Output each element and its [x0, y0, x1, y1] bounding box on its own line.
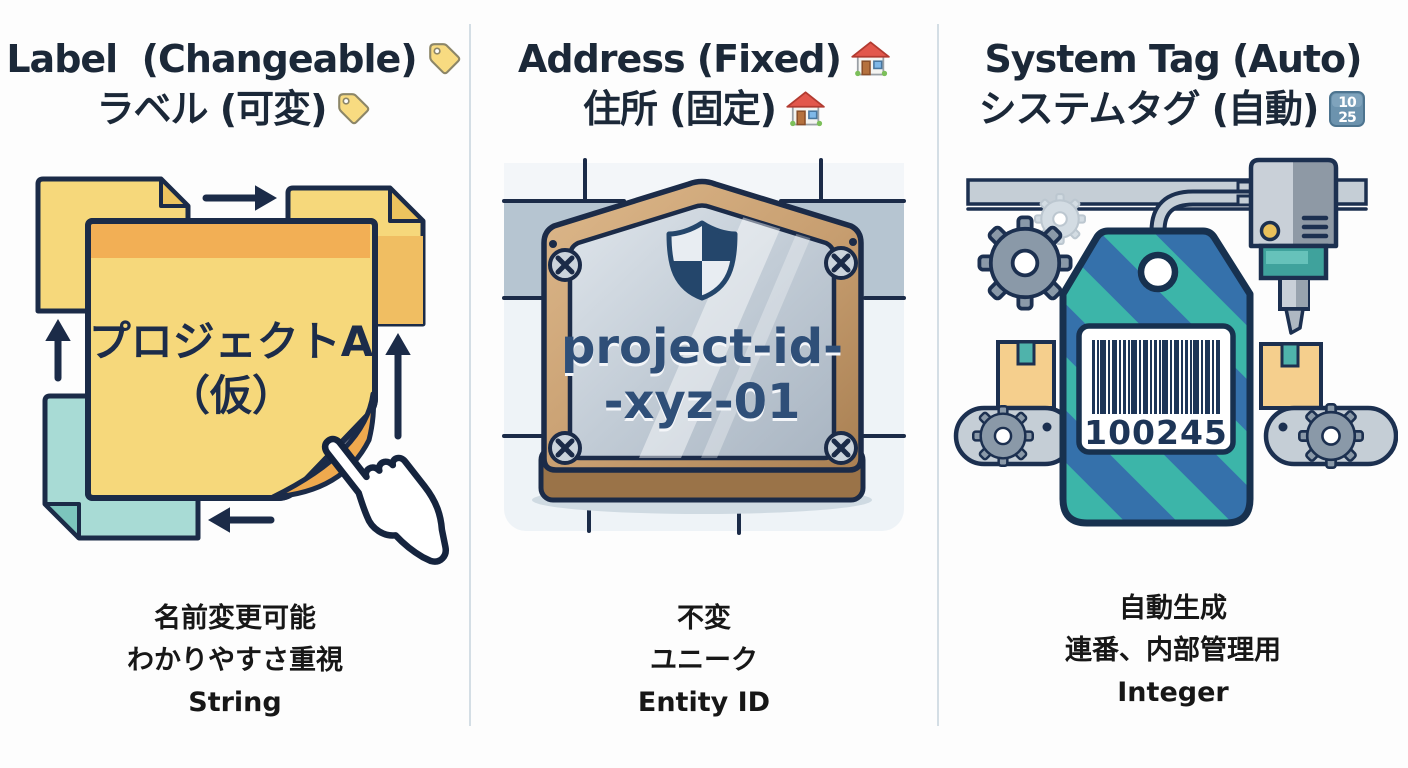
machine-button	[1259, 220, 1281, 242]
house-emoji-icon	[851, 41, 890, 77]
address-title-ja: 住所 (固定)	[583, 87, 777, 131]
numbers-icon-line2: 25	[1339, 110, 1357, 126]
plaque-text-line1: project-id-	[561, 319, 843, 375]
conveyor-belts	[953, 403, 1398, 469]
gear-icon	[1298, 403, 1364, 469]
barcode-number: 100245	[1084, 413, 1228, 452]
caption: Entity ID	[637, 687, 771, 718]
column-divider-left	[469, 24, 471, 726]
label-title-en: Label (Changeable)	[6, 37, 417, 81]
screw-icon	[826, 433, 856, 463]
column-address: Address (Fixed) 住所 (固定)	[470, 0, 938, 768]
caption: String	[188, 687, 282, 718]
barcode	[1092, 340, 1220, 414]
label-header: Label (Changeable) ラベル (可変)	[6, 34, 463, 134]
numbers-icon-line1: 10	[1339, 95, 1358, 111]
cycle-arrows	[44, 185, 411, 533]
address-header: Address (Fixed) 住所 (固定)	[518, 34, 890, 134]
input-numbers-icon: 10 25	[1329, 91, 1366, 127]
system-tag-graphic: 100245	[1059, 227, 1254, 527]
caption: わかりやすさ重視	[127, 645, 343, 676]
sticky-note-text-line1: プロジェクトA	[88, 317, 373, 366]
plaque-text-line2: -xyz-01	[604, 374, 801, 430]
label-title-ja: ラベル (可変)	[96, 87, 328, 131]
pointing-hand-icon	[321, 435, 449, 565]
column-label: Label (Changeable) ラベル (可変)	[0, 0, 470, 768]
tag-hole	[1137, 251, 1179, 293]
caption: Integer	[1117, 677, 1229, 708]
caption: 不変	[676, 603, 731, 634]
sticky-note-text-line2: （仮）	[167, 371, 293, 420]
caption: 連番、内部管理用	[1065, 635, 1281, 666]
column-divider-right	[937, 24, 939, 726]
screw-icon	[550, 250, 580, 280]
column-system-tag: System Tag (Auto) システムタグ (自動) 10 25	[938, 0, 1408, 768]
system-tag-header: System Tag (Auto) システムタグ (自動) 10 25	[979, 34, 1368, 134]
caption: ユニーク	[649, 645, 758, 676]
system-tag-captions: 自動生成 連番、内部管理用 Integer	[1065, 588, 1281, 714]
caption: 自動生成	[1119, 593, 1227, 624]
system-tag-title-ja: システムタグ (自動)	[978, 87, 1320, 131]
gear-icon	[971, 404, 1035, 468]
tag-emoji-icon	[428, 43, 460, 75]
system-tag-title-en: System Tag (Auto)	[984, 37, 1362, 81]
tag-emoji-icon	[338, 93, 370, 125]
factory-tag-illustration: 100245	[953, 157, 1398, 527]
plaque-illustration: project-id- project-id- -xyz-01 -xyz-01	[502, 158, 906, 535]
house-emoji-icon	[786, 91, 825, 127]
address-title-en: Address (Fixed)	[518, 37, 842, 81]
gear-icon	[977, 215, 1073, 311]
address-captions: 不変 ユニーク Entity ID	[638, 598, 770, 724]
caption: 名前変更可能	[154, 603, 316, 634]
machine-head	[1236, 157, 1339, 335]
plaque-text-shadow: project-id-	[561, 322, 843, 378]
sticky-notes-illustration: プロジェクトA （仮）	[35, 176, 449, 565]
screw-icon	[826, 248, 856, 278]
screw-icon	[550, 433, 580, 463]
label-captions: 名前変更可能 わかりやすさ重視 String	[127, 598, 343, 724]
plaque-text-shadow: -xyz-01	[604, 377, 801, 433]
